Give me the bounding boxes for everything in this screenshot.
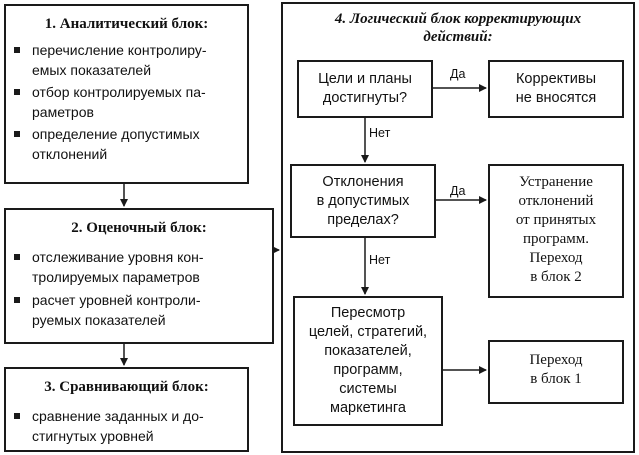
logic-block-title: 4. Логический блок корректирующих действ… (334, 11, 582, 45)
result-no-corrections: Коррективы не вносятся (488, 60, 624, 118)
bullet-icon (14, 131, 20, 137)
bullet-icon (14, 89, 20, 95)
edge-label-yes: Да (450, 67, 466, 81)
bullet-icon (14, 413, 20, 419)
edge-label-no: Нет (369, 253, 391, 267)
evaluation-block: 2. Оценочный блок: отслеживание уровня к… (4, 208, 274, 344)
list-item: отслеживание уровня кон- тролируемых пар… (6, 247, 272, 287)
list-item: сравнение заданных и до- стигнутых уровн… (6, 406, 247, 446)
result-eliminate-deviations: Устранение отклонений от принятых програ… (488, 164, 624, 298)
bullet-icon (14, 297, 20, 303)
analytical-block: 1. Аналитический блок: перечисление конт… (4, 4, 249, 184)
comparison-block: 3. Сравнивающий блок: сравнение заданных… (4, 367, 249, 452)
bullet-icon (14, 47, 20, 53)
result-revise-goals: Пересмотр целей, стратегий, показателей,… (293, 296, 443, 426)
bullet-icon (14, 254, 20, 260)
question-deviations-acceptable: Отклонения в допустимых пределах? (290, 164, 436, 238)
list-item: расчет уровней контроли- руемых показате… (6, 290, 272, 330)
question-goals-achieved: Цели и планы достигнуты? (297, 60, 433, 118)
evaluation-block-title: 2. Оценочный блок: (71, 220, 207, 236)
result-go-to-block1: Переход в блок 1 (488, 340, 624, 404)
list-item: перечисление контролиру- емых показателе… (6, 40, 247, 80)
analytical-block-title: 1. Аналитический блок: (44, 16, 209, 32)
comparison-block-title: 3. Сравнивающий блок: (44, 379, 209, 395)
list-item: определение допустимых отклонений (6, 124, 247, 164)
edge-label-no: Нет (369, 126, 391, 140)
list-item: отбор контролируемых па- раметров (6, 82, 247, 122)
edge-label-yes: Да (450, 184, 466, 198)
